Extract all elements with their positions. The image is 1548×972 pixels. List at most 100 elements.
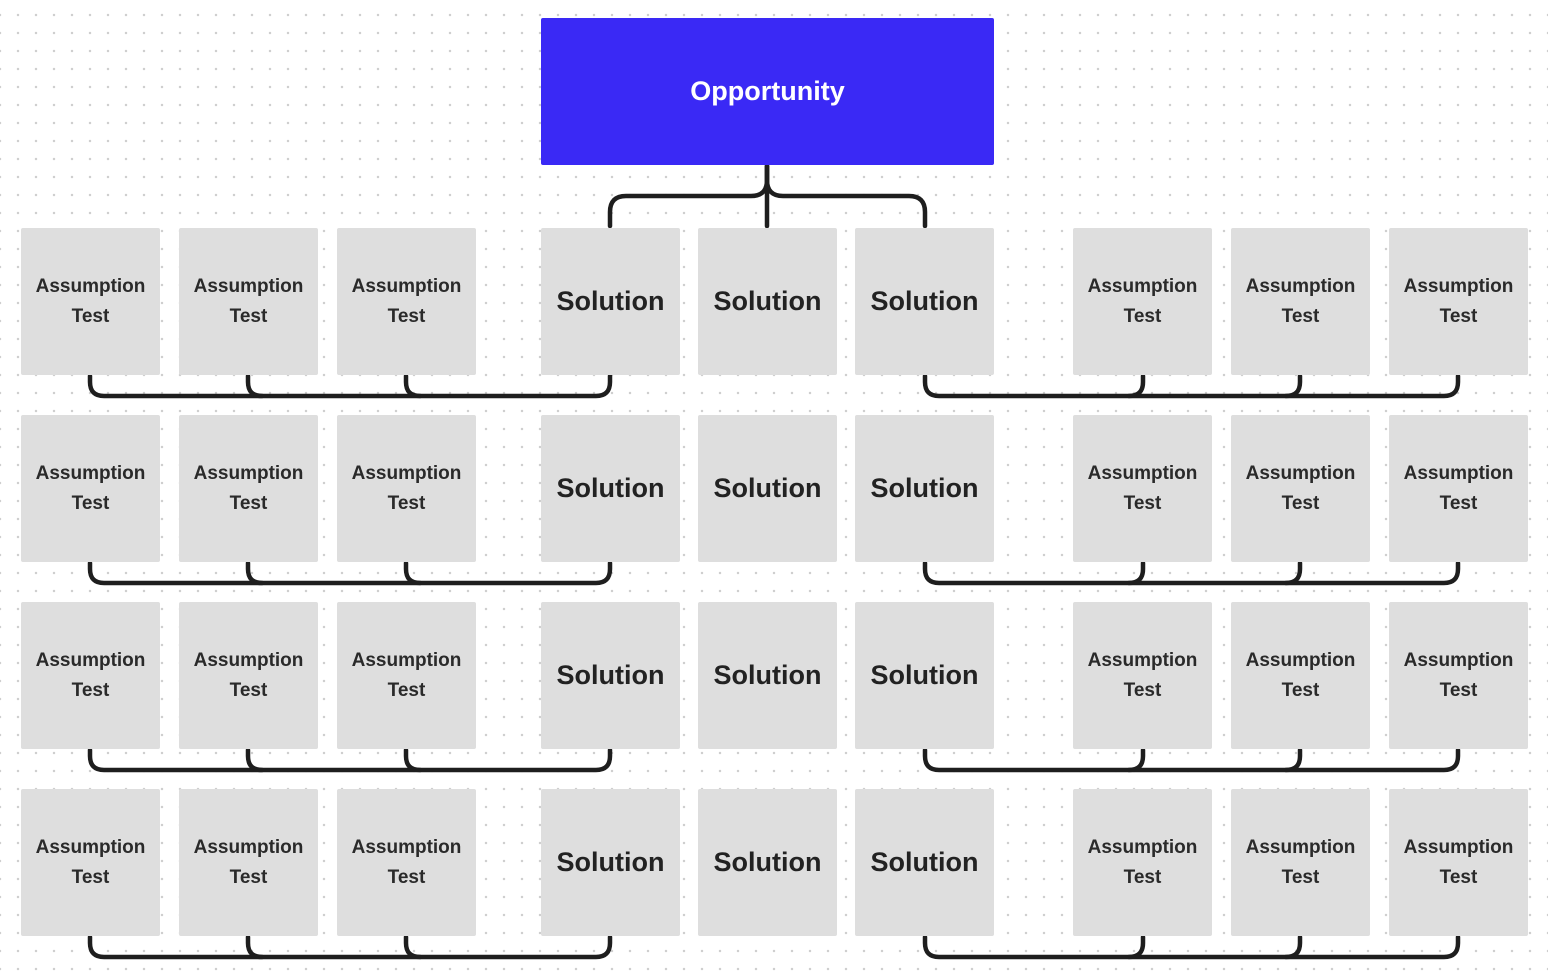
assumption-test-node[interactable]: Assumption Test	[337, 228, 476, 375]
assumption-test-node-label: Assumption Test	[35, 275, 146, 327]
assumption-test-node[interactable]: Assumption Test	[1389, 602, 1528, 749]
assumption-test-node[interactable]: Assumption Test	[1231, 415, 1370, 562]
opportunity-connector	[764, 163, 928, 229]
assumption-test-node-label: Assumption Test	[1403, 836, 1514, 888]
assumption-test-node[interactable]: Assumption Test	[1231, 228, 1370, 375]
assumption-test-node-label: Assumption Test	[351, 649, 462, 701]
solution-node[interactable]: Solution	[855, 415, 994, 562]
solution-node[interactable]: Solution	[855, 789, 994, 936]
assumption-test-node[interactable]: Assumption Test	[1231, 602, 1370, 749]
assumption-test-node-label: Assumption Test	[193, 836, 304, 888]
solution-node[interactable]: Solution	[541, 228, 680, 375]
assumption-test-node[interactable]: Assumption Test	[1073, 228, 1212, 375]
bracket-connector	[245, 747, 265, 773]
solution-node-label: Solution	[556, 847, 665, 877]
assumption-test-node-label: Assumption Test	[193, 462, 304, 514]
assumption-test-node-label: Assumption Test	[1245, 836, 1356, 888]
assumption-test-node-label: Assumption Test	[1087, 275, 1198, 327]
assumption-test-node[interactable]: Assumption Test	[337, 415, 476, 562]
bracket-connector	[922, 373, 1461, 399]
assumption-test-node[interactable]: Assumption Test	[1073, 602, 1212, 749]
bracket-connector	[245, 934, 265, 960]
assumption-test-node-label: Assumption Test	[35, 649, 146, 701]
bracket-connector	[403, 373, 423, 399]
solution-node[interactable]: Solution	[698, 602, 837, 749]
solution-node-label: Solution	[556, 286, 665, 316]
solution-node[interactable]: Solution	[541, 415, 680, 562]
assumption-test-node[interactable]: Assumption Test	[21, 415, 160, 562]
assumption-test-node-label: Assumption Test	[351, 275, 462, 327]
solution-node[interactable]: Solution	[855, 602, 994, 749]
solution-node[interactable]: Solution	[698, 228, 837, 375]
assumption-test-node-label: Assumption Test	[193, 275, 304, 327]
solution-node-label: Solution	[556, 473, 665, 503]
solution-node-label: Solution	[713, 660, 822, 690]
solution-node[interactable]: Solution	[541, 789, 680, 936]
bracket-connector	[245, 373, 265, 399]
assumption-test-node-label: Assumption Test	[193, 649, 304, 701]
assumption-test-node[interactable]: Assumption Test	[1389, 789, 1528, 936]
bracket-connector	[87, 373, 613, 399]
bracket-connector	[87, 747, 613, 773]
solution-node-label: Solution	[870, 286, 979, 316]
bracket-connector	[403, 747, 423, 773]
solution-node-label: Solution	[870, 847, 979, 877]
bracket-connector	[1283, 934, 1303, 960]
assumption-test-node[interactable]: Assumption Test	[179, 789, 318, 936]
assumption-test-node[interactable]: Assumption Test	[337, 789, 476, 936]
assumption-test-node-label: Assumption Test	[1087, 462, 1198, 514]
assumption-test-node-label: Assumption Test	[1087, 649, 1198, 701]
bracket-connector	[922, 560, 1461, 586]
assumption-test-node[interactable]: Assumption Test	[337, 602, 476, 749]
bracket-connector	[87, 934, 613, 960]
assumption-test-node[interactable]: Assumption Test	[179, 602, 318, 749]
solution-node-label: Solution	[713, 473, 822, 503]
opportunity-connector	[607, 163, 770, 229]
opportunity-node[interactable]: Opportunity	[541, 18, 994, 165]
assumption-test-node[interactable]: Assumption Test	[179, 228, 318, 375]
assumption-test-node-label: Assumption Test	[1403, 462, 1514, 514]
bracket-connector	[1283, 747, 1303, 773]
bracket-connector	[1283, 560, 1303, 586]
bracket-connector	[1126, 560, 1146, 586]
assumption-test-node[interactable]: Assumption Test	[1389, 415, 1528, 562]
assumption-test-node[interactable]: Assumption Test	[179, 415, 318, 562]
assumption-test-node[interactable]: Assumption Test	[1389, 228, 1528, 375]
bracket-connector	[922, 934, 1461, 960]
assumption-test-node[interactable]: Assumption Test	[21, 228, 160, 375]
assumption-test-node-label: Assumption Test	[35, 836, 146, 888]
assumption-test-node[interactable]: Assumption Test	[21, 789, 160, 936]
bracket-connector	[922, 747, 1461, 773]
assumption-test-node[interactable]: Assumption Test	[1073, 415, 1212, 562]
bracket-connector	[403, 934, 423, 960]
bracket-connector	[1126, 747, 1146, 773]
assumption-test-node[interactable]: Assumption Test	[21, 602, 160, 749]
assumption-test-node-label: Assumption Test	[351, 462, 462, 514]
solution-node[interactable]: Solution	[855, 228, 994, 375]
assumption-test-node-label: Assumption Test	[1087, 836, 1198, 888]
bracket-connector	[403, 560, 423, 586]
assumption-test-node-label: Assumption Test	[1245, 649, 1356, 701]
solution-node-label: Solution	[556, 660, 665, 690]
assumption-test-node-label: Assumption Test	[1403, 275, 1514, 327]
assumption-test-node-label: Assumption Test	[351, 836, 462, 888]
assumption-test-node-label: Assumption Test	[1403, 649, 1514, 701]
bracket-connector	[1126, 934, 1146, 960]
bracket-connector	[1126, 373, 1146, 399]
bracket-connector	[87, 560, 613, 586]
solution-node[interactable]: Solution	[698, 415, 837, 562]
assumption-test-node[interactable]: Assumption Test	[1073, 789, 1212, 936]
solution-node-label: Solution	[713, 286, 822, 316]
solution-node-label: Solution	[870, 473, 979, 503]
bracket-connector	[1283, 373, 1303, 399]
solution-node[interactable]: Solution	[698, 789, 837, 936]
solution-node-label: Solution	[713, 847, 822, 877]
assumption-test-node-label: Assumption Test	[1245, 275, 1356, 327]
solution-node[interactable]: Solution	[541, 602, 680, 749]
assumption-test-node-label: Assumption Test	[1245, 462, 1356, 514]
assumption-test-node[interactable]: Assumption Test	[1231, 789, 1370, 936]
bracket-connector	[245, 560, 265, 586]
opportunity-label: Opportunity	[690, 76, 845, 106]
